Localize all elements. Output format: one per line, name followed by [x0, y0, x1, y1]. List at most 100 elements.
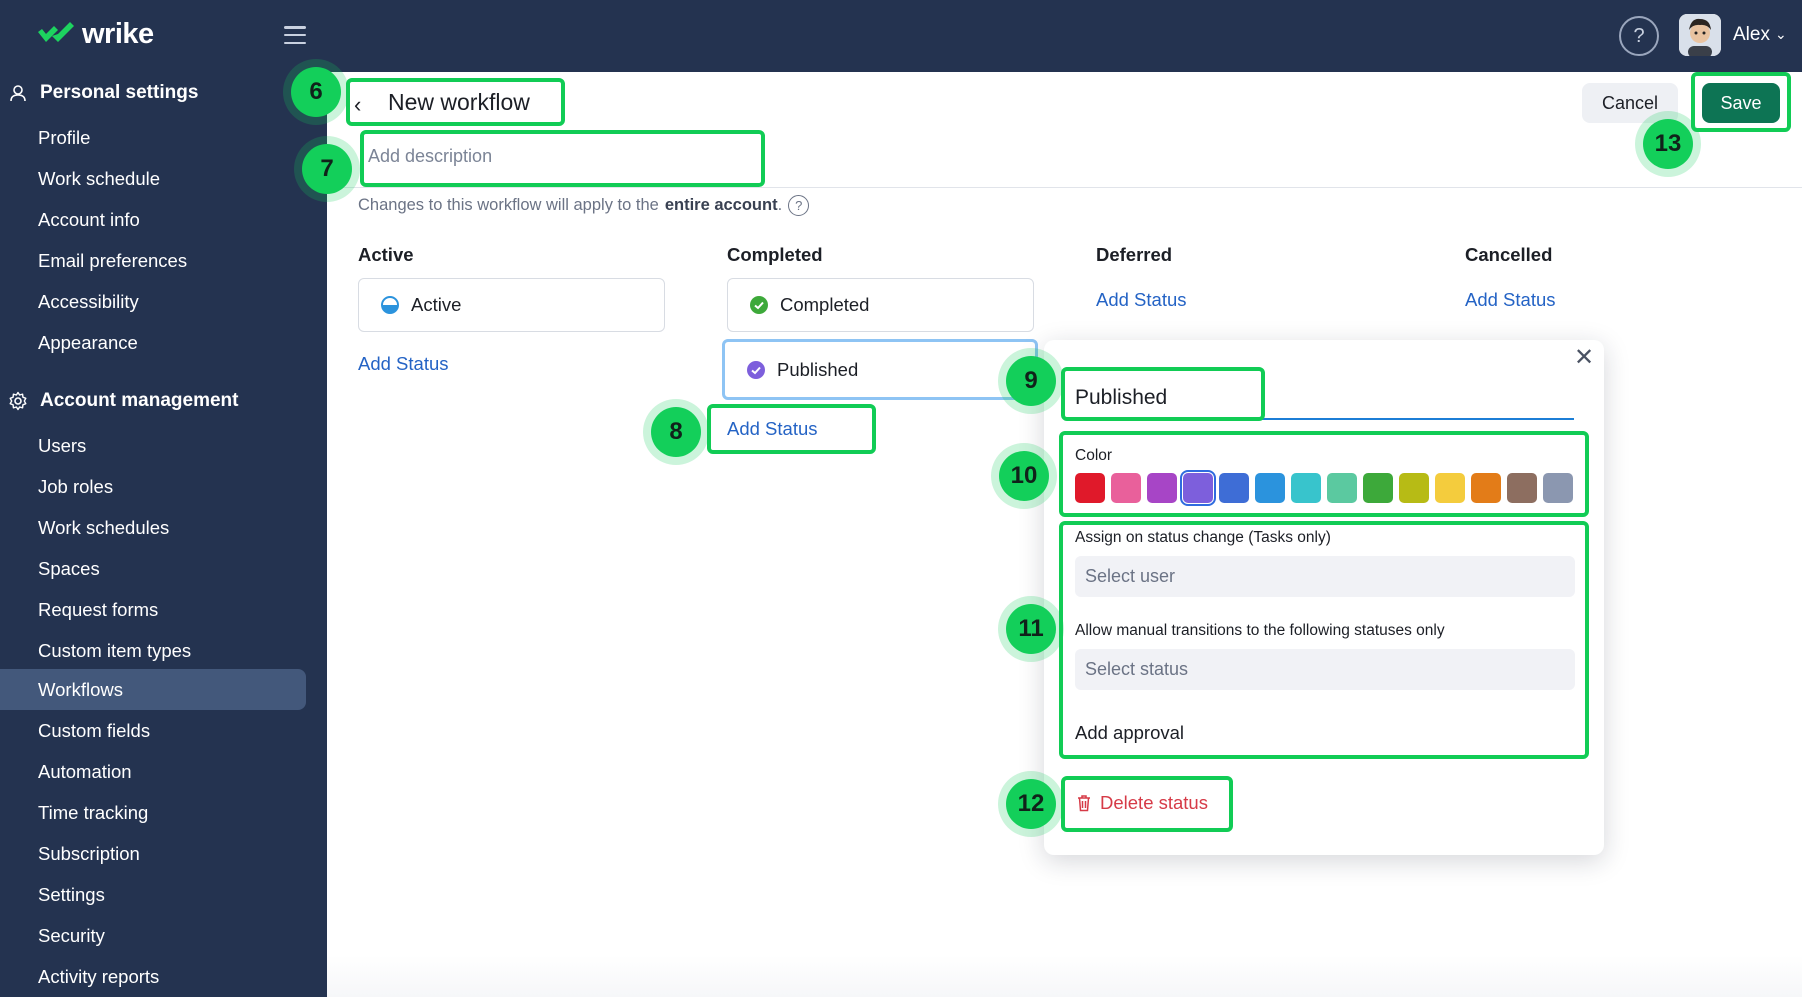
sidebar-item-account-info[interactable]: Account info: [38, 208, 140, 230]
sidebar-item-settings[interactable]: Settings: [38, 883, 105, 905]
note-suffix: .: [777, 196, 783, 214]
sidebar-item-custom-fields[interactable]: Custom fields: [38, 719, 151, 741]
status-name-input[interactable]: [1075, 380, 1575, 416]
add-status-active[interactable]: Add Status: [358, 353, 449, 374]
color-swatch[interactable]: [1180, 470, 1216, 506]
save-button[interactable]: Save: [1702, 83, 1780, 123]
chevron-down-icon[interactable]: ⌄: [1775, 26, 1787, 42]
transitions-label: Allow manual transitions to the followin…: [1075, 622, 1445, 639]
annotation-badge-11: 11: [1006, 604, 1056, 654]
gear-icon: [8, 391, 28, 411]
annotation-badge-6: 6: [291, 67, 341, 117]
status-label: Active: [411, 294, 462, 315]
status-card-active[interactable]: Active: [358, 278, 665, 332]
color-swatch[interactable]: [1363, 473, 1393, 503]
sidebar-item-custom-item-types[interactable]: Custom item types: [38, 639, 192, 661]
top-bar: wrike ? Alex ⌄: [0, 0, 1802, 72]
assign-label: Assign on status change (Tasks only): [1075, 529, 1331, 546]
description-input[interactable]: [368, 140, 748, 172]
header-divider: [327, 187, 1802, 188]
add-status-completed[interactable]: Add Status: [727, 418, 818, 439]
logo-text: wrike: [82, 18, 154, 50]
select-user-dropdown[interactable]: Select user: [1075, 556, 1575, 597]
column-title-completed: Completed: [727, 244, 823, 265]
help-icon[interactable]: ?: [1619, 16, 1659, 56]
sidebar-item-activity-reports[interactable]: Activity reports: [38, 965, 160, 987]
check-circle-icon: [747, 360, 765, 379]
color-swatch[interactable]: [1147, 473, 1177, 503]
note-prefix: Changes to this workflow will apply to t…: [358, 196, 659, 214]
column-title-cancelled: Cancelled: [1465, 244, 1553, 265]
delete-status-label: Delete status: [1100, 792, 1208, 813]
add-status-deferred[interactable]: Add Status: [1096, 289, 1187, 310]
add-approval-link[interactable]: Add approval: [1075, 722, 1185, 743]
person-icon: [8, 83, 28, 103]
status-label: Completed: [780, 294, 870, 315]
color-swatches: [1075, 470, 1573, 506]
hamburger-menu-icon[interactable]: [284, 26, 306, 44]
close-icon[interactable]: ✕: [1573, 344, 1595, 371]
column-title-active: Active: [358, 244, 414, 265]
sidebar-item-spaces[interactable]: Spaces: [38, 557, 100, 579]
avatar[interactable]: [1679, 14, 1721, 56]
color-swatch[interactable]: [1507, 473, 1537, 503]
annotation-badge-8: 8: [651, 407, 701, 457]
bottom-fade: [327, 955, 1802, 997]
color-swatch[interactable]: [1327, 473, 1357, 503]
question-icon[interactable]: ?: [788, 195, 810, 216]
column-title-deferred: Deferred: [1096, 244, 1173, 265]
sidebar-item-request-forms[interactable]: Request forms: [38, 598, 159, 620]
sidebar-item-workflows[interactable]: Workflows: [0, 669, 306, 710]
status-name-underline: [1075, 418, 1574, 420]
color-swatch[interactable]: [1435, 473, 1465, 503]
sidebar-item-accessibility[interactable]: Accessibility: [38, 290, 139, 312]
add-status-cancelled[interactable]: Add Status: [1465, 289, 1556, 310]
sidebar-item-users[interactable]: Users: [38, 434, 87, 456]
sidebar-item-email-preferences[interactable]: Email preferences: [38, 249, 188, 271]
wrike-check-icon: [38, 21, 74, 42]
color-swatch[interactable]: [1471, 473, 1501, 503]
sidebar-item-job-roles[interactable]: Job roles: [38, 475, 114, 497]
status-label: Published: [777, 358, 859, 380]
annotation-badge-9: 9: [1006, 356, 1056, 406]
workflow-scope-note: Changes to this workflow will apply to t…: [358, 195, 810, 216]
cancel-button[interactable]: Cancel: [1582, 83, 1678, 123]
user-name[interactable]: Alex: [1733, 24, 1770, 45]
personal-settings-header: Personal settings: [8, 82, 198, 104]
color-swatch[interactable]: [1111, 473, 1141, 503]
sidebar-item-automation[interactable]: Automation: [38, 760, 132, 782]
annotation-badge-12: 12: [1006, 779, 1056, 829]
annotation-badge-10: 10: [999, 451, 1049, 501]
color-swatch[interactable]: [1291, 473, 1321, 503]
sidebar-item-security[interactable]: Security: [38, 924, 105, 946]
note-bold: entire account: [664, 196, 778, 214]
color-swatch[interactable]: [1255, 473, 1285, 503]
wrike-logo[interactable]: wrike: [36, 18, 154, 51]
sidebar-item-work-schedule[interactable]: Work schedule: [38, 167, 161, 189]
check-circle-icon: [750, 296, 768, 314]
sidebar-item-time-tracking[interactable]: Time tracking: [38, 801, 149, 823]
sidebar-item-profile[interactable]: Profile: [38, 126, 91, 148]
half-circle-icon: [381, 296, 399, 314]
color-swatch[interactable]: [1399, 473, 1429, 503]
back-chevron-icon[interactable]: ‹: [354, 92, 362, 117]
select-status-dropdown[interactable]: Select status: [1075, 649, 1575, 690]
page-title[interactable]: New workflow: [388, 89, 530, 115]
sidebar-item-subscription[interactable]: Subscription: [38, 842, 140, 864]
color-swatch[interactable]: [1219, 473, 1249, 503]
color-label: Color: [1075, 447, 1113, 464]
sidebar-item-work-schedules[interactable]: Work schedules: [38, 516, 170, 538]
account-management-title: Account management: [40, 390, 239, 411]
personal-settings-title: Personal settings: [40, 82, 199, 103]
account-management-header: Account management: [8, 390, 238, 412]
status-edit-popover: [1044, 340, 1604, 855]
color-swatch[interactable]: [1075, 473, 1105, 503]
annotation-badge-13: 13: [1643, 119, 1693, 169]
sidebar-item-appearance[interactable]: Appearance: [38, 331, 138, 353]
status-card-completed[interactable]: Completed: [727, 278, 1034, 332]
color-swatch[interactable]: [1543, 473, 1573, 503]
status-card-published[interactable]: Published: [722, 339, 1038, 400]
trash-icon: [1078, 795, 1090, 812]
delete-status-button[interactable]: Delete status: [1076, 792, 1208, 814]
annotation-badge-7: 7: [302, 144, 352, 194]
